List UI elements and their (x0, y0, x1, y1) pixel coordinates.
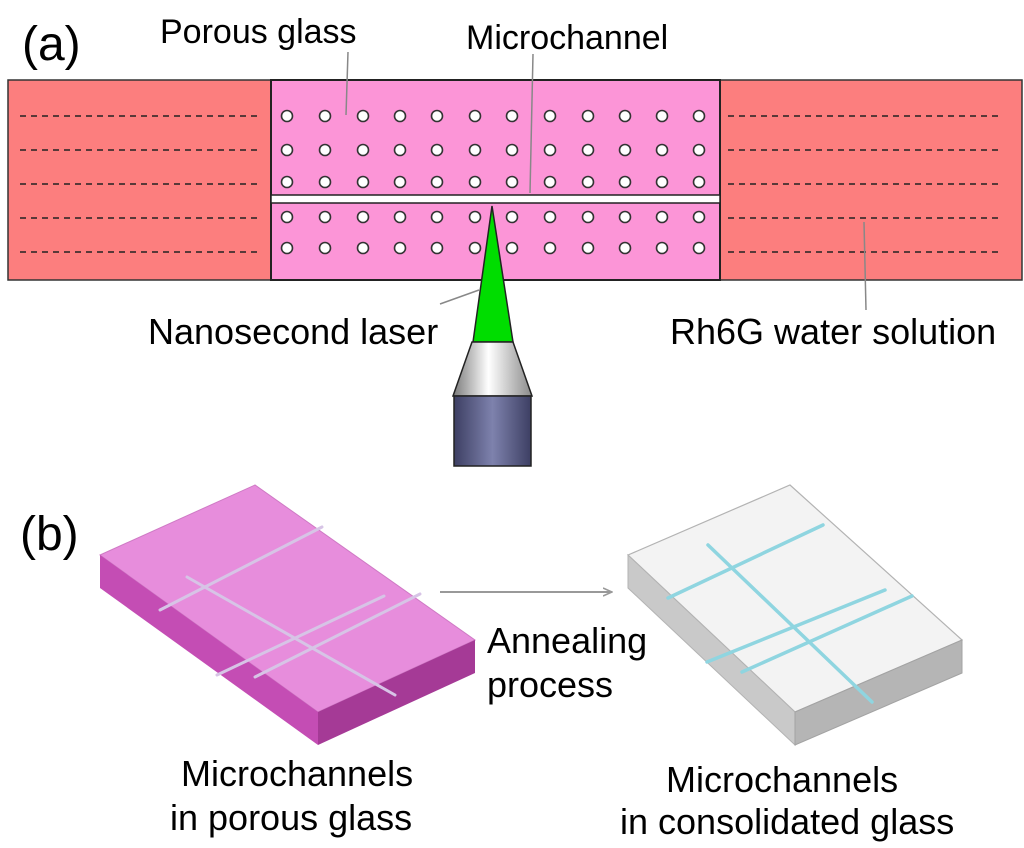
consolidated-caption-line2: in consolidated glass (620, 801, 954, 842)
pore (581, 241, 595, 255)
panel-a-label: (a) (22, 18, 81, 71)
microchannel-leader (529, 53, 534, 194)
microchannel (270, 194, 721, 204)
pore (468, 241, 482, 255)
consolidated-glass-microchannels (666, 523, 914, 704)
nanosecond-laser-label: Nanosecond laser (148, 311, 438, 352)
pore (468, 109, 482, 123)
objective-lens-body (453, 395, 532, 467)
pore (280, 241, 294, 255)
pore (655, 210, 669, 224)
porous-caption-line2: in porous glass (170, 797, 412, 838)
pore (430, 241, 444, 255)
pore (356, 109, 370, 123)
pore (581, 175, 595, 189)
pore (393, 143, 407, 157)
pore (280, 109, 294, 123)
pore (280, 143, 294, 157)
pore (393, 175, 407, 189)
pore (618, 210, 632, 224)
porous-glass-slab (99, 484, 476, 745)
microchannel-label: Microchannel (466, 19, 668, 57)
pore (356, 210, 370, 224)
pore (692, 210, 706, 224)
panel-b-label: (b) (20, 508, 79, 561)
pore (543, 109, 557, 123)
pore (430, 210, 444, 224)
pore (655, 241, 669, 255)
pore (581, 109, 595, 123)
rh6g-solution-right (717, 79, 1023, 281)
pore (356, 175, 370, 189)
glass-pores (280, 109, 706, 255)
pore (618, 143, 632, 157)
porous-glass-leader (345, 51, 349, 116)
pore (581, 210, 595, 224)
pore (393, 210, 407, 224)
pore (468, 210, 482, 224)
pore (692, 143, 706, 157)
pore (692, 109, 706, 123)
pore (655, 175, 669, 189)
pore (430, 109, 444, 123)
pore (505, 109, 519, 123)
pore (280, 210, 294, 224)
pore (692, 175, 706, 189)
pore (356, 143, 370, 157)
rh6g-solution-left (7, 79, 274, 281)
focusing-lens (451, 341, 534, 397)
porous-glass-microchannels (158, 525, 422, 697)
pore (318, 241, 332, 255)
pore (505, 210, 519, 224)
pore (318, 175, 332, 189)
pore (655, 109, 669, 123)
pore (505, 241, 519, 255)
pore (543, 210, 557, 224)
pore (618, 109, 632, 123)
laser-leader (439, 289, 480, 305)
pore (655, 143, 669, 157)
process-label: process (487, 664, 613, 705)
pore (468, 175, 482, 189)
rh6g-solution-label: Rh6G water solution (670, 311, 996, 352)
pore (393, 241, 407, 255)
solution-leader (863, 221, 867, 311)
pore (618, 175, 632, 189)
porous-caption-line1: Microchannels (181, 753, 413, 794)
pore (318, 210, 332, 224)
pore (543, 241, 557, 255)
pore (318, 143, 332, 157)
porous-glass-label: Porous glass (160, 13, 357, 51)
consolidated-caption-line1: Microchannels (666, 759, 898, 800)
pore (430, 175, 444, 189)
pore (543, 143, 557, 157)
pore (468, 143, 482, 157)
annealing-label: Annealing (487, 620, 647, 661)
pore (430, 143, 444, 157)
pore (505, 143, 519, 157)
pore (692, 241, 706, 255)
pore (618, 241, 632, 255)
consolidated-glass-slab (626, 484, 964, 747)
pore (543, 175, 557, 189)
pore (356, 241, 370, 255)
pore (280, 175, 294, 189)
pore (581, 143, 595, 157)
pore (393, 109, 407, 123)
pore (318, 109, 332, 123)
pore (505, 175, 519, 189)
